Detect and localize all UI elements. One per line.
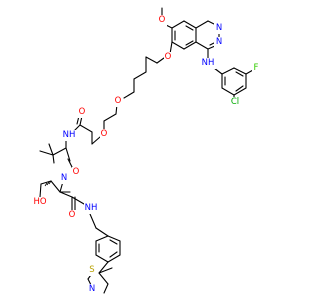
bond-line [95, 254, 109, 263]
chloro-label: Cl [231, 97, 239, 107]
bond-line [98, 267, 113, 274]
label-background [252, 63, 261, 74]
bond-line [98, 272, 109, 285]
peg-o1-label: O [115, 96, 122, 106]
bond-line [195, 41, 209, 50]
bond-line [207, 45, 216, 50]
aryl-ether-o-label: O [165, 52, 172, 62]
bond-lines [39, 7, 254, 294]
bond-line [103, 283, 109, 294]
bond-line [209, 42, 215, 46]
bond-line [145, 56, 158, 64]
bond-line [48, 180, 52, 185]
bond-line [44, 182, 48, 187]
bond-line [233, 67, 247, 75]
bond-line [95, 227, 109, 237]
bond-line [89, 213, 97, 229]
quinazoline-n3-label: N [216, 37, 222, 47]
bond-line [207, 20, 215, 25]
label-background [84, 203, 99, 214]
bond-line [156, 57, 165, 64]
bond-line [39, 183, 42, 198]
label-background [164, 52, 173, 63]
label-background [68, 210, 77, 221]
amide-nh1-label: NH [63, 130, 76, 140]
bond-line [195, 20, 209, 29]
bond-line [91, 136, 101, 145]
bond-line [107, 254, 121, 263]
label-background [72, 167, 81, 178]
label-background [201, 58, 216, 69]
bond-line [95, 235, 109, 242]
bond-line [39, 150, 54, 156]
bond-line [59, 191, 73, 198]
bond-line [46, 181, 50, 186]
pyrrolidine-n-label: N [61, 173, 67, 183]
bond-line [109, 239, 118, 245]
fluoro-label: F [254, 63, 259, 73]
amide-o1-label: O [79, 107, 86, 117]
label-background [33, 197, 48, 208]
amide-o2-label: O [73, 167, 80, 177]
bond-line [52, 147, 67, 156]
label-background [214, 37, 223, 48]
bond-line [50, 180, 61, 193]
bond-line [245, 69, 254, 75]
bond-line [171, 41, 185, 50]
bond-line [123, 91, 135, 99]
label-background [60, 173, 69, 184]
bond-line [235, 71, 244, 77]
stereo-hash-bonds [44, 180, 52, 187]
thiazole-n-label: N [89, 284, 95, 294]
bond-line [65, 147, 71, 162]
quinazoline-n1-label: N [216, 23, 222, 33]
label-background [228, 97, 242, 108]
label-background [78, 107, 87, 118]
bond-line [133, 71, 147, 80]
bond-line [79, 124, 93, 133]
bond-line [183, 20, 197, 29]
amide-o3-label: O [69, 210, 76, 220]
label-background [88, 265, 97, 276]
hydroxyl-label: HO [33, 197, 46, 207]
bond-line [171, 20, 185, 29]
bond-line [185, 40, 194, 46]
label-background [158, 15, 167, 26]
bond-line [107, 235, 121, 242]
label-background [88, 284, 97, 295]
bond-line [109, 251, 118, 258]
bond-line [221, 67, 235, 75]
bond-line [71, 196, 85, 205]
amide-nh2-label: NH [85, 203, 98, 213]
peg-o2-label: O [101, 129, 108, 139]
bond-line [40, 180, 52, 185]
methoxy-o-label: O [159, 15, 166, 25]
bond-line [183, 41, 197, 50]
bond-line [233, 87, 247, 96]
bond-line [98, 261, 109, 274]
atom-labels: O N N NH O O O O NH O HO N O NH S N Cl [33, 15, 261, 295]
bond-line [103, 113, 117, 122]
bond-line [52, 154, 55, 164]
label-background [62, 130, 77, 141]
bond-line [221, 87, 235, 96]
thiazole-s-label: S [89, 265, 94, 275]
bond-line [235, 85, 244, 92]
label-background [114, 96, 123, 107]
label-background [100, 129, 109, 140]
label-background [214, 23, 223, 34]
chemical-structure-diagram: O N N NH O O O O NH O HO N O NH S N Cl [33, 7, 261, 295]
bond-line [48, 143, 54, 156]
anilino-nh-label: NH [202, 58, 215, 68]
bond-line [185, 25, 194, 31]
